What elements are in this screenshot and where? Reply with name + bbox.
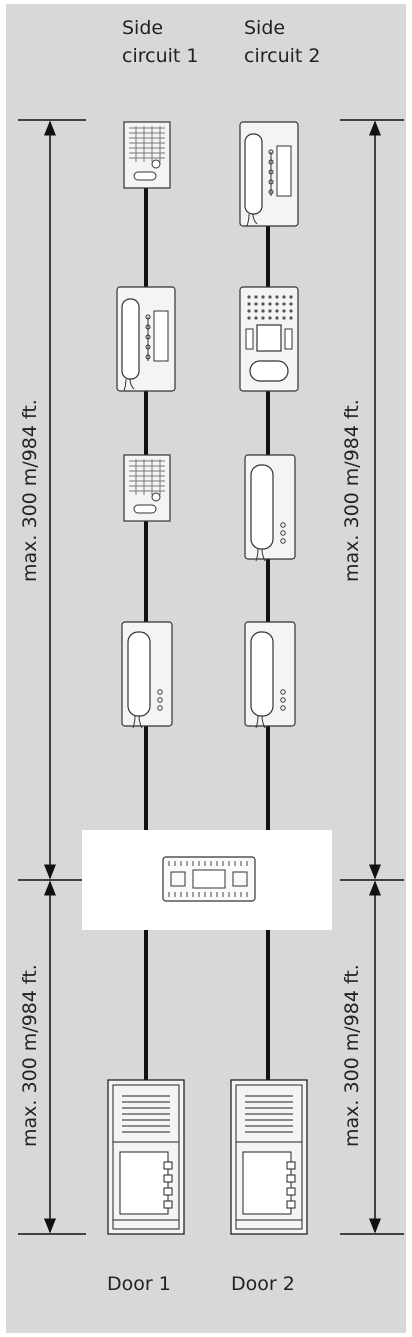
video-station-icon <box>239 286 299 392</box>
diagram-panel <box>6 4 406 1333</box>
handset-station-icon <box>121 621 173 729</box>
handset-station-icon <box>116 286 176 392</box>
dimension-label-upper-left: max. 300 m/984 ft. <box>19 399 41 582</box>
handset-station-icon <box>239 121 299 227</box>
door-2-label: Door 2 <box>231 1273 295 1295</box>
dimension-ticks <box>18 119 404 1235</box>
handset-station-icon <box>244 454 296 562</box>
circuit-2-label-line-1: Side <box>244 17 286 39</box>
controller-unit-icon <box>162 856 256 902</box>
hands-free-station-icon <box>123 121 171 189</box>
door-station-icon <box>107 1079 185 1235</box>
circuit-1-label-line-2: circuit 1 <box>122 45 199 67</box>
hands-free-station-icon <box>123 454 171 522</box>
handset-station-icon <box>244 621 296 729</box>
door-1-label: Door 1 <box>107 1273 171 1295</box>
circuit-1-label-line-1: Side <box>122 17 164 39</box>
dimension-label-upper-right: max. 300 m/984 ft. <box>341 399 363 582</box>
dimension-label-lower-right: max. 300 m/984 ft. <box>341 964 363 1147</box>
dimension-label-lower-left: max. 300 m/984 ft. <box>19 964 41 1147</box>
circuit-2-label-line-2: circuit 2 <box>244 45 321 67</box>
door-station-icon <box>230 1079 308 1235</box>
